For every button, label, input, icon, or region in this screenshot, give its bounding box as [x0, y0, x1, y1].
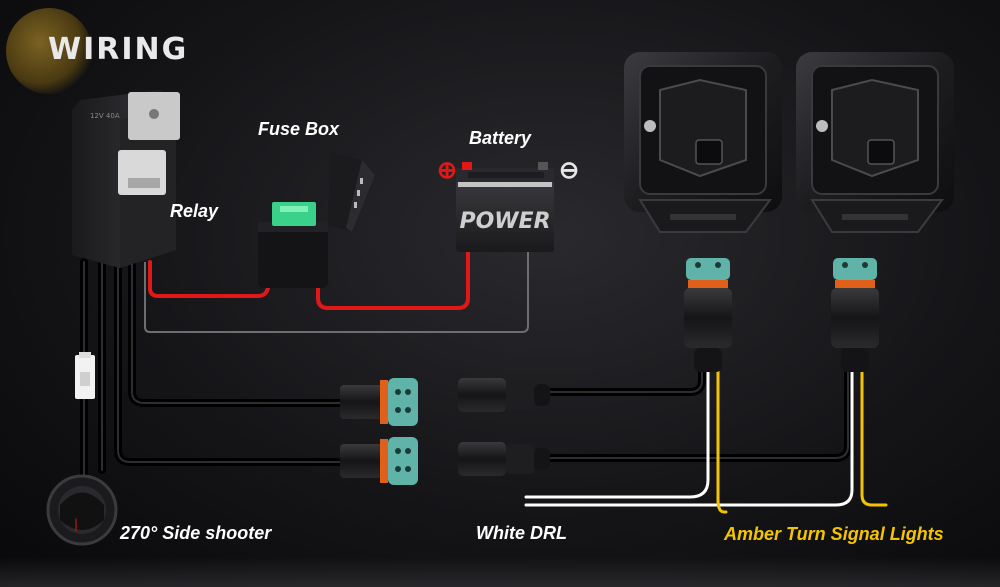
page-title: WIRING	[48, 32, 189, 67]
relay-clip	[118, 150, 166, 195]
amber-turn-wires	[716, 368, 888, 514]
lamp-connector-left	[684, 258, 732, 372]
white-drl-wires	[524, 368, 854, 507]
switch-indicator: |	[74, 517, 78, 531]
battery: POWER	[456, 162, 554, 252]
red-power-wire	[148, 178, 470, 310]
label-side-shooter: 270° Side shooter	[120, 523, 272, 543]
connector-female-top	[340, 378, 418, 426]
connector-male-top	[458, 378, 550, 412]
connector-female-bottom	[340, 437, 418, 485]
lamp-connector-right	[831, 258, 879, 372]
negative-terminal-icon: ⊖	[559, 157, 580, 184]
battery-negative-terminal	[538, 162, 548, 170]
relay: 12V 40A	[72, 90, 180, 268]
battery-brand: POWER	[459, 209, 550, 234]
label-relay: Relay	[170, 201, 219, 221]
connector-male-bottom	[458, 442, 550, 476]
light-pod-right	[796, 52, 954, 233]
positive-terminal-icon: ⊕	[437, 157, 458, 184]
label-white-drl: White DRL	[476, 523, 567, 543]
fuse-blade	[272, 202, 316, 226]
black-harness-wires	[80, 258, 852, 504]
rocker-switch: |	[46, 474, 118, 546]
title-badge	[6, 8, 92, 94]
fuse-box	[258, 152, 375, 288]
label-amber-turn: Amber Turn Signal Lights	[724, 524, 944, 544]
battery-positive-terminal	[462, 162, 472, 170]
label-battery: Battery	[469, 128, 532, 148]
light-pod-left	[624, 52, 782, 233]
switch-plug	[75, 352, 95, 399]
svg-text:12V 40A: 12V 40A	[90, 112, 120, 120]
ground-wire	[144, 250, 529, 333]
label-fuse-box: Fuse Box	[258, 119, 340, 139]
